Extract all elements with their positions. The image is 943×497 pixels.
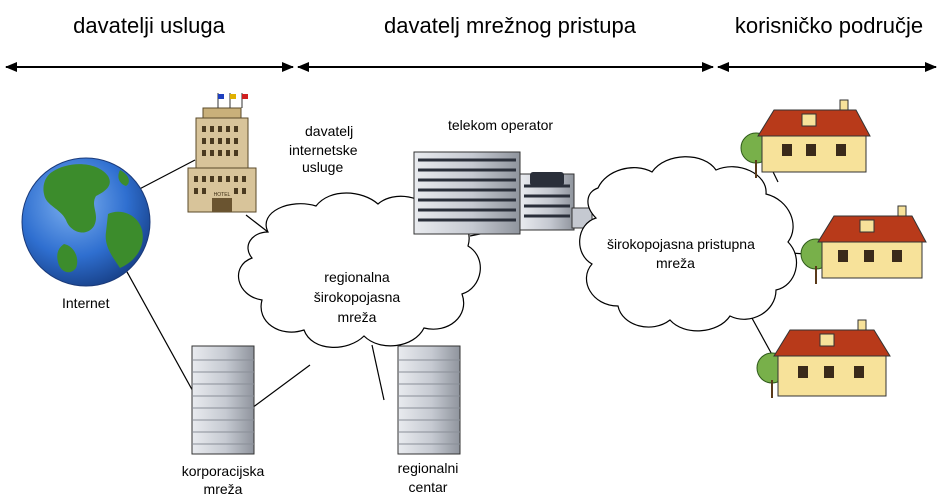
regional-center-label-line2: centar [409, 479, 448, 495]
hotel-building-icon: HOTEL [187, 93, 257, 213]
regional-center-tower-icon [397, 345, 461, 455]
house-icon-1 [740, 99, 871, 178]
access-cloud-label: širokopojasna pristupna [607, 236, 755, 252]
corporate-label: korporacijska [182, 463, 265, 479]
header-service-providers: davatelji usluga [73, 13, 225, 38]
broadband-access-cloud [579, 156, 798, 332]
regional-center-label: regionalni [398, 460, 459, 476]
header-network-access-provider: davatelj mrežnog pristupa [384, 13, 637, 38]
house-icon-3 [756, 319, 891, 398]
house-icon-2 [800, 205, 927, 284]
header-user-area: korisničko područje [735, 13, 923, 38]
corporate-label-line2: mreža [204, 481, 243, 497]
isp-label: davatelj [305, 123, 353, 139]
corporate-tower-icon [191, 345, 255, 455]
regional-cloud-label: regionalna [324, 269, 390, 285]
internet-label: Internet [62, 295, 110, 311]
telecom-building-icon [413, 151, 593, 235]
access-cloud-label-line2: mreža [656, 255, 695, 271]
regional-cloud-label-line2: širokopojasna [314, 289, 401, 305]
isp-label-line2: internetske [289, 142, 358, 158]
hotel-sign: HOTEL [214, 192, 231, 198]
internet-globe-icon [21, 157, 151, 287]
regional-cloud-label-line3: mreža [338, 309, 377, 325]
telecom-label: telekom operator [448, 117, 553, 133]
isp-label-line3: usluge [302, 159, 343, 175]
